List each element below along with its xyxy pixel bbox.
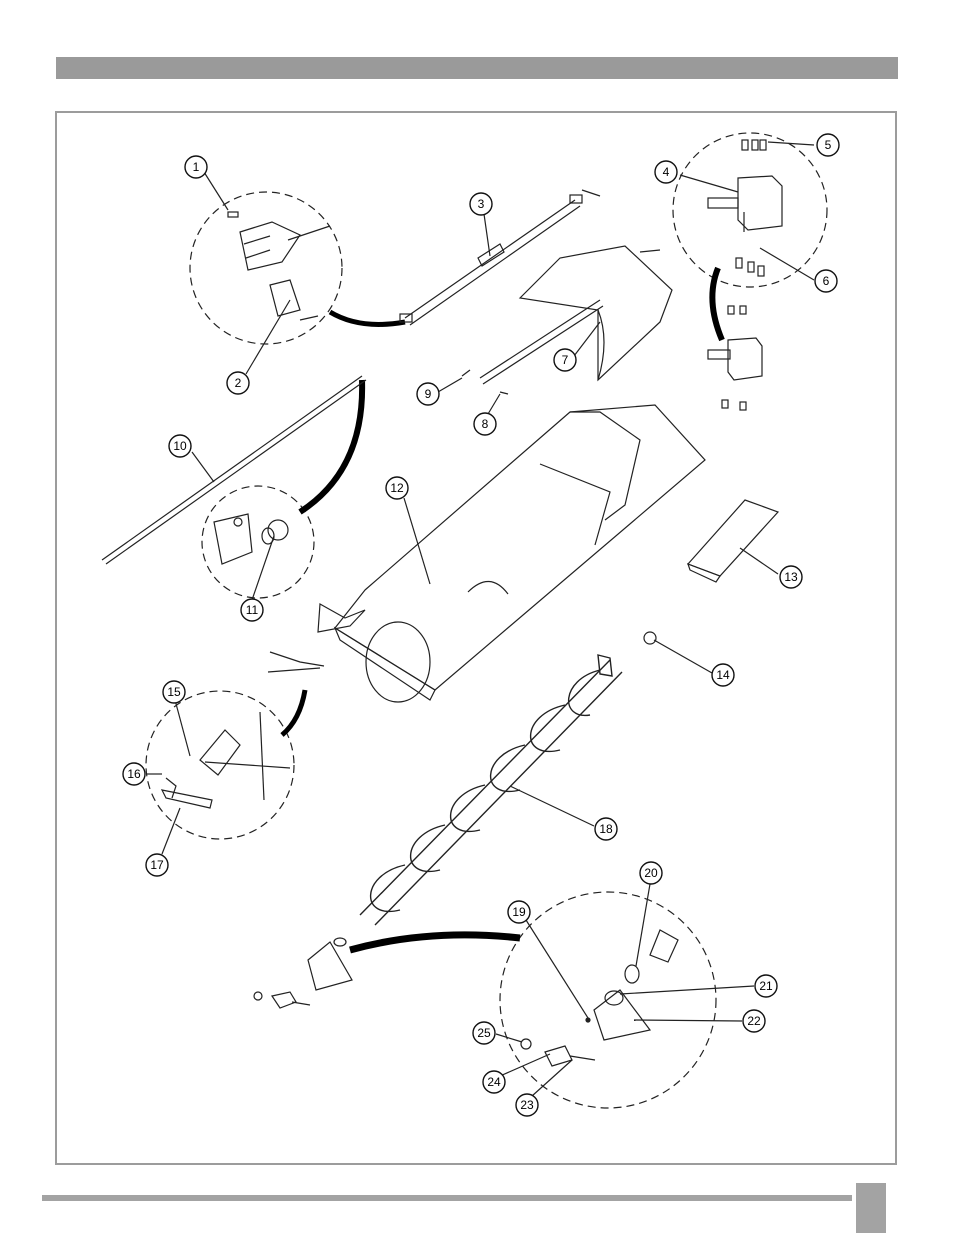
callout-11-label: 11 bbox=[246, 603, 259, 617]
callout-20-label: 20 bbox=[644, 866, 658, 880]
callout-9-label: 9 bbox=[425, 387, 432, 401]
callout-4-label: 4 bbox=[663, 165, 670, 179]
callout-22-label: 22 bbox=[747, 1014, 761, 1028]
callout-5-label: 5 bbox=[825, 138, 832, 152]
callout-18-label: 18 bbox=[599, 822, 613, 836]
callout-23-label: 23 bbox=[520, 1098, 534, 1112]
callout-25-label: 25 bbox=[477, 1026, 491, 1040]
callout-24-label: 24 bbox=[487, 1075, 501, 1089]
callout-15-label: 15 bbox=[167, 685, 181, 699]
callout-3-label: 3 bbox=[478, 197, 485, 211]
page-tab bbox=[856, 1183, 886, 1233]
callout-10-label: 10 bbox=[173, 439, 187, 453]
callout-17-label: 17 bbox=[150, 858, 164, 872]
callout-6-label: 6 bbox=[823, 274, 830, 288]
diagram-frame bbox=[56, 112, 896, 1164]
callout-16-label: 16 bbox=[127, 767, 141, 781]
callout-21-label: 21 bbox=[759, 979, 773, 993]
callout-2-label: 2 bbox=[235, 376, 242, 390]
callout-14-label: 14 bbox=[716, 668, 730, 682]
callout-12-label: 12 bbox=[390, 481, 404, 495]
footer-line bbox=[42, 1195, 852, 1201]
callout-19-label: 19 bbox=[512, 905, 526, 919]
callout-13-label: 13 bbox=[784, 570, 798, 584]
callout-7-label: 7 bbox=[562, 353, 569, 367]
callout-8-label: 8 bbox=[482, 417, 489, 431]
callout-1-label: 1 bbox=[193, 160, 200, 174]
